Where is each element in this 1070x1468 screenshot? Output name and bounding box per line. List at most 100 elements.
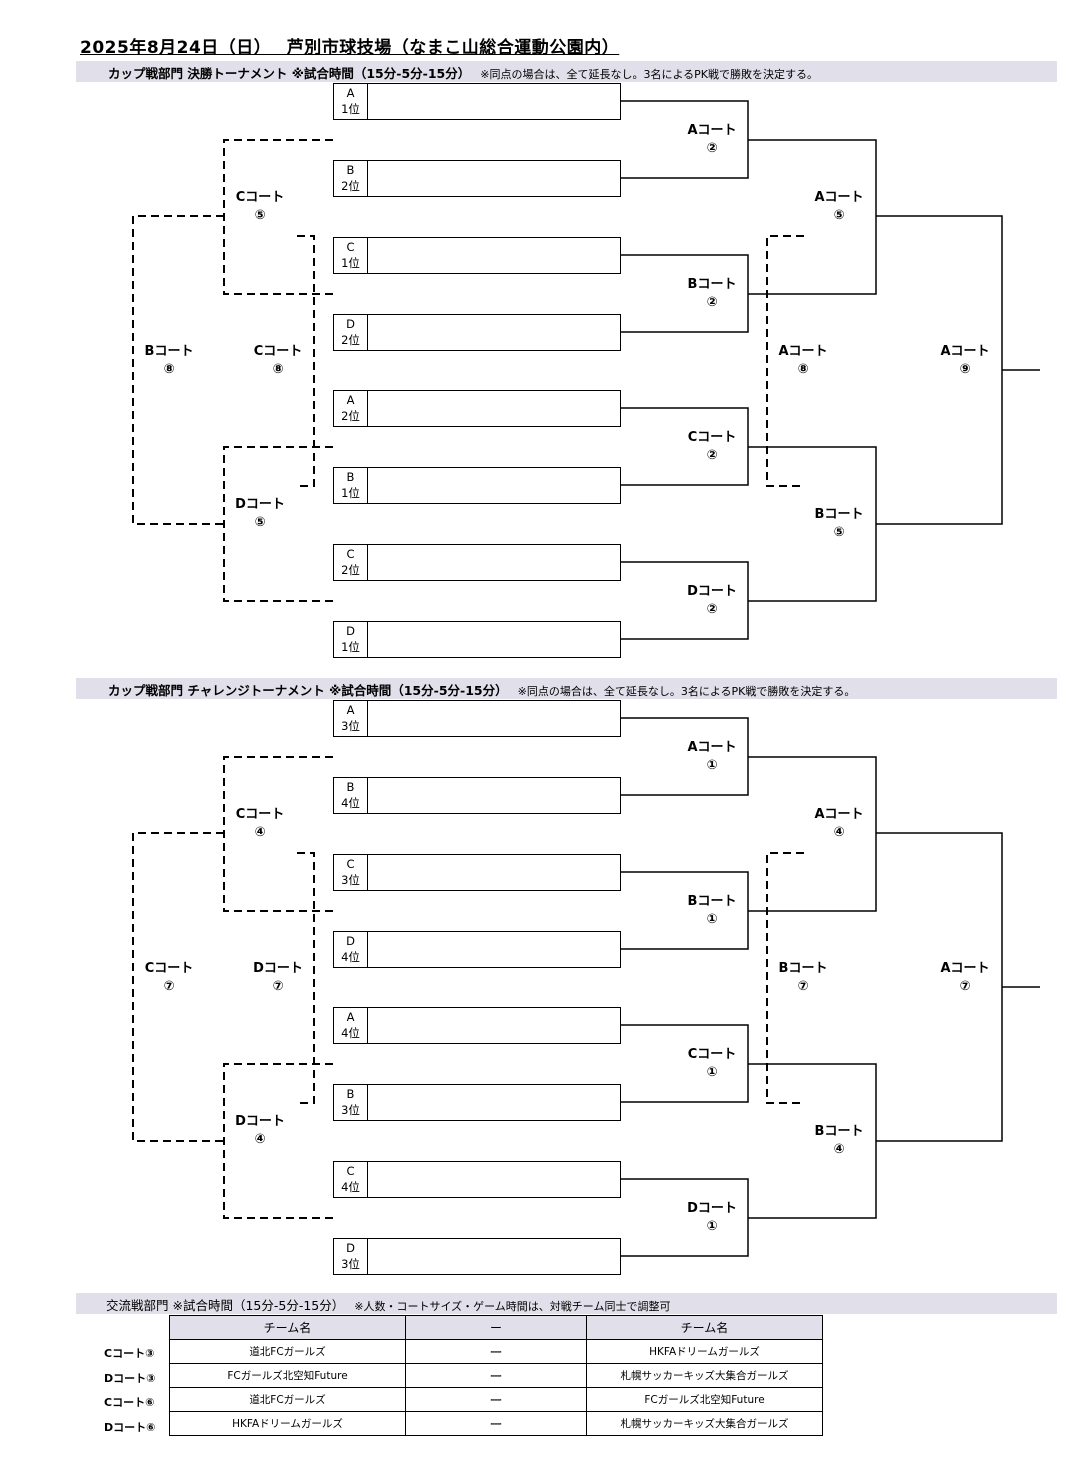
header-vs: ー xyxy=(405,1315,587,1340)
exchange-court-2: Dコート③ xyxy=(104,1372,156,1385)
exchange-band: 交流戦部門 ※試合時間（15分-5分-15分） ※人数・コートサイズ・ゲーム時間は… xyxy=(76,1293,1057,1314)
slot-rank: 1位 xyxy=(341,486,360,500)
slot-rank: 4位 xyxy=(341,1026,360,1040)
exchange-band-note: ※人数・コートサイズ・ゲーム時間は、対戦チーム同士で調整可 xyxy=(354,1300,671,1313)
slot-group: D xyxy=(346,934,355,948)
slot-group: B xyxy=(346,1087,355,1101)
final-band-note: ※同点の場合は、全て延長なし。3名によるPK戦で勝敗を決定する。 xyxy=(480,68,818,81)
slot-group: D xyxy=(346,624,355,638)
home-team: HKFAドリームガールズ xyxy=(169,1411,406,1436)
challenge-slot-5[interactable]: A 4位 xyxy=(333,1007,621,1044)
exchange-court-1: Cコート③ xyxy=(104,1347,155,1360)
slot-group: A xyxy=(346,703,355,717)
slot-rank: 2位 xyxy=(341,409,360,423)
final-slot-5[interactable]: A 2位 xyxy=(333,390,621,427)
final-band-title: カップ戦部門 決勝トーナメント ※試合時間（15分-5分-15分） xyxy=(108,66,471,81)
challenge-bracket-lines xyxy=(132,717,1040,1257)
slot-rank: 4位 xyxy=(341,950,360,964)
home-team: FCガールズ北空知Future xyxy=(169,1363,406,1388)
slot-group: B xyxy=(346,780,355,794)
exchange-court-3: Cコート⑥ xyxy=(104,1396,155,1409)
slot-group: A xyxy=(346,1010,355,1024)
table-row: HKFAドリームガールズ ー 札幌サッカーキッズ大集合ガールズ xyxy=(169,1411,823,1436)
home-team: 道北FCガールズ xyxy=(169,1339,406,1364)
vs-mark: ー xyxy=(405,1363,587,1388)
slot-group: C xyxy=(346,1164,355,1178)
slot-rank: 3位 xyxy=(341,1257,360,1271)
final-slot-4[interactable]: D 2位 xyxy=(333,314,621,351)
challenge-slot-3[interactable]: C 3位 xyxy=(333,854,621,891)
slot-rank: 2位 xyxy=(341,563,360,577)
away-team: 札幌サッカーキッズ大集合ガールズ xyxy=(586,1411,823,1436)
exchange-band-title: 交流戦部門 ※試合時間（15分-5分-15分） xyxy=(106,1298,345,1313)
home-team: 道北FCガールズ xyxy=(169,1387,406,1412)
slot-group: A xyxy=(346,393,355,407)
vs-mark: ー xyxy=(405,1411,587,1436)
slot-rank: 1位 xyxy=(341,640,360,654)
slot-rank: 4位 xyxy=(341,1180,360,1194)
final-slot-2[interactable]: B 2位 xyxy=(333,160,621,197)
challenge-slot-7[interactable]: C 4位 xyxy=(333,1161,621,1198)
challenge-slot-4[interactable]: D 4位 xyxy=(333,931,621,968)
slot-rank: 3位 xyxy=(341,873,360,887)
challenge-slot-6[interactable]: B 3位 xyxy=(333,1084,621,1121)
challenge-slot-8[interactable]: D 3位 xyxy=(333,1238,621,1275)
exchange-court-4: Dコート⑥ xyxy=(104,1421,156,1434)
away-team: 札幌サッカーキッズ大集合ガールズ xyxy=(586,1363,823,1388)
slot-rank: 2位 xyxy=(341,333,360,347)
slot-group: B xyxy=(346,163,355,177)
slot-rank: 1位 xyxy=(341,102,360,116)
header-home-team: チーム名 xyxy=(169,1315,406,1340)
final-slot-3[interactable]: C 1位 xyxy=(333,237,621,274)
slot-group: D xyxy=(346,1241,355,1255)
slot-rank: 4位 xyxy=(341,796,360,810)
vs-mark: ー xyxy=(405,1387,587,1412)
final-bracket-lines xyxy=(132,100,1040,640)
vs-mark: ー xyxy=(405,1339,587,1364)
slot-group: D xyxy=(346,317,355,331)
exchange-table: チーム名 ー チーム名 道北FCガールズ ー HKFAドリームガールズ FCガー… xyxy=(169,1315,823,1436)
slot-rank: 1位 xyxy=(341,256,360,270)
slot-rank: 3位 xyxy=(341,1103,360,1117)
table-header-row: チーム名 ー チーム名 xyxy=(169,1315,823,1340)
page-title: 2025年8月24日（日） 芦別市球技場（なまこ山総合運動公園内） xyxy=(80,38,620,58)
slot-group: C xyxy=(346,857,355,871)
table-row: 道北FCガールズ ー HKFAドリームガールズ xyxy=(169,1339,823,1364)
final-slot-8[interactable]: D 1位 xyxy=(333,621,621,658)
final-slot-7[interactable]: C 2位 xyxy=(333,544,621,581)
slot-group: C xyxy=(346,240,355,254)
challenge-slot-1[interactable]: A 3位 xyxy=(333,700,621,737)
slot-group: C xyxy=(346,547,355,561)
challenge-band-note: ※同点の場合は、全て延長なし。3名によるPK戦で勝敗を決定する。 xyxy=(517,685,856,698)
challenge-band-title: カップ戦部門 チャレンジトーナメント ※試合時間（15分-5分-15分） xyxy=(108,683,508,698)
slot-rank: 3位 xyxy=(341,719,360,733)
header-away-team: チーム名 xyxy=(586,1315,823,1340)
table-row: FCガールズ北空知Future ー 札幌サッカーキッズ大集合ガールズ xyxy=(169,1363,823,1388)
slot-rank: 2位 xyxy=(341,179,360,193)
away-team: FCガールズ北空知Future xyxy=(586,1387,823,1412)
challenge-slot-2[interactable]: B 4位 xyxy=(333,777,621,814)
